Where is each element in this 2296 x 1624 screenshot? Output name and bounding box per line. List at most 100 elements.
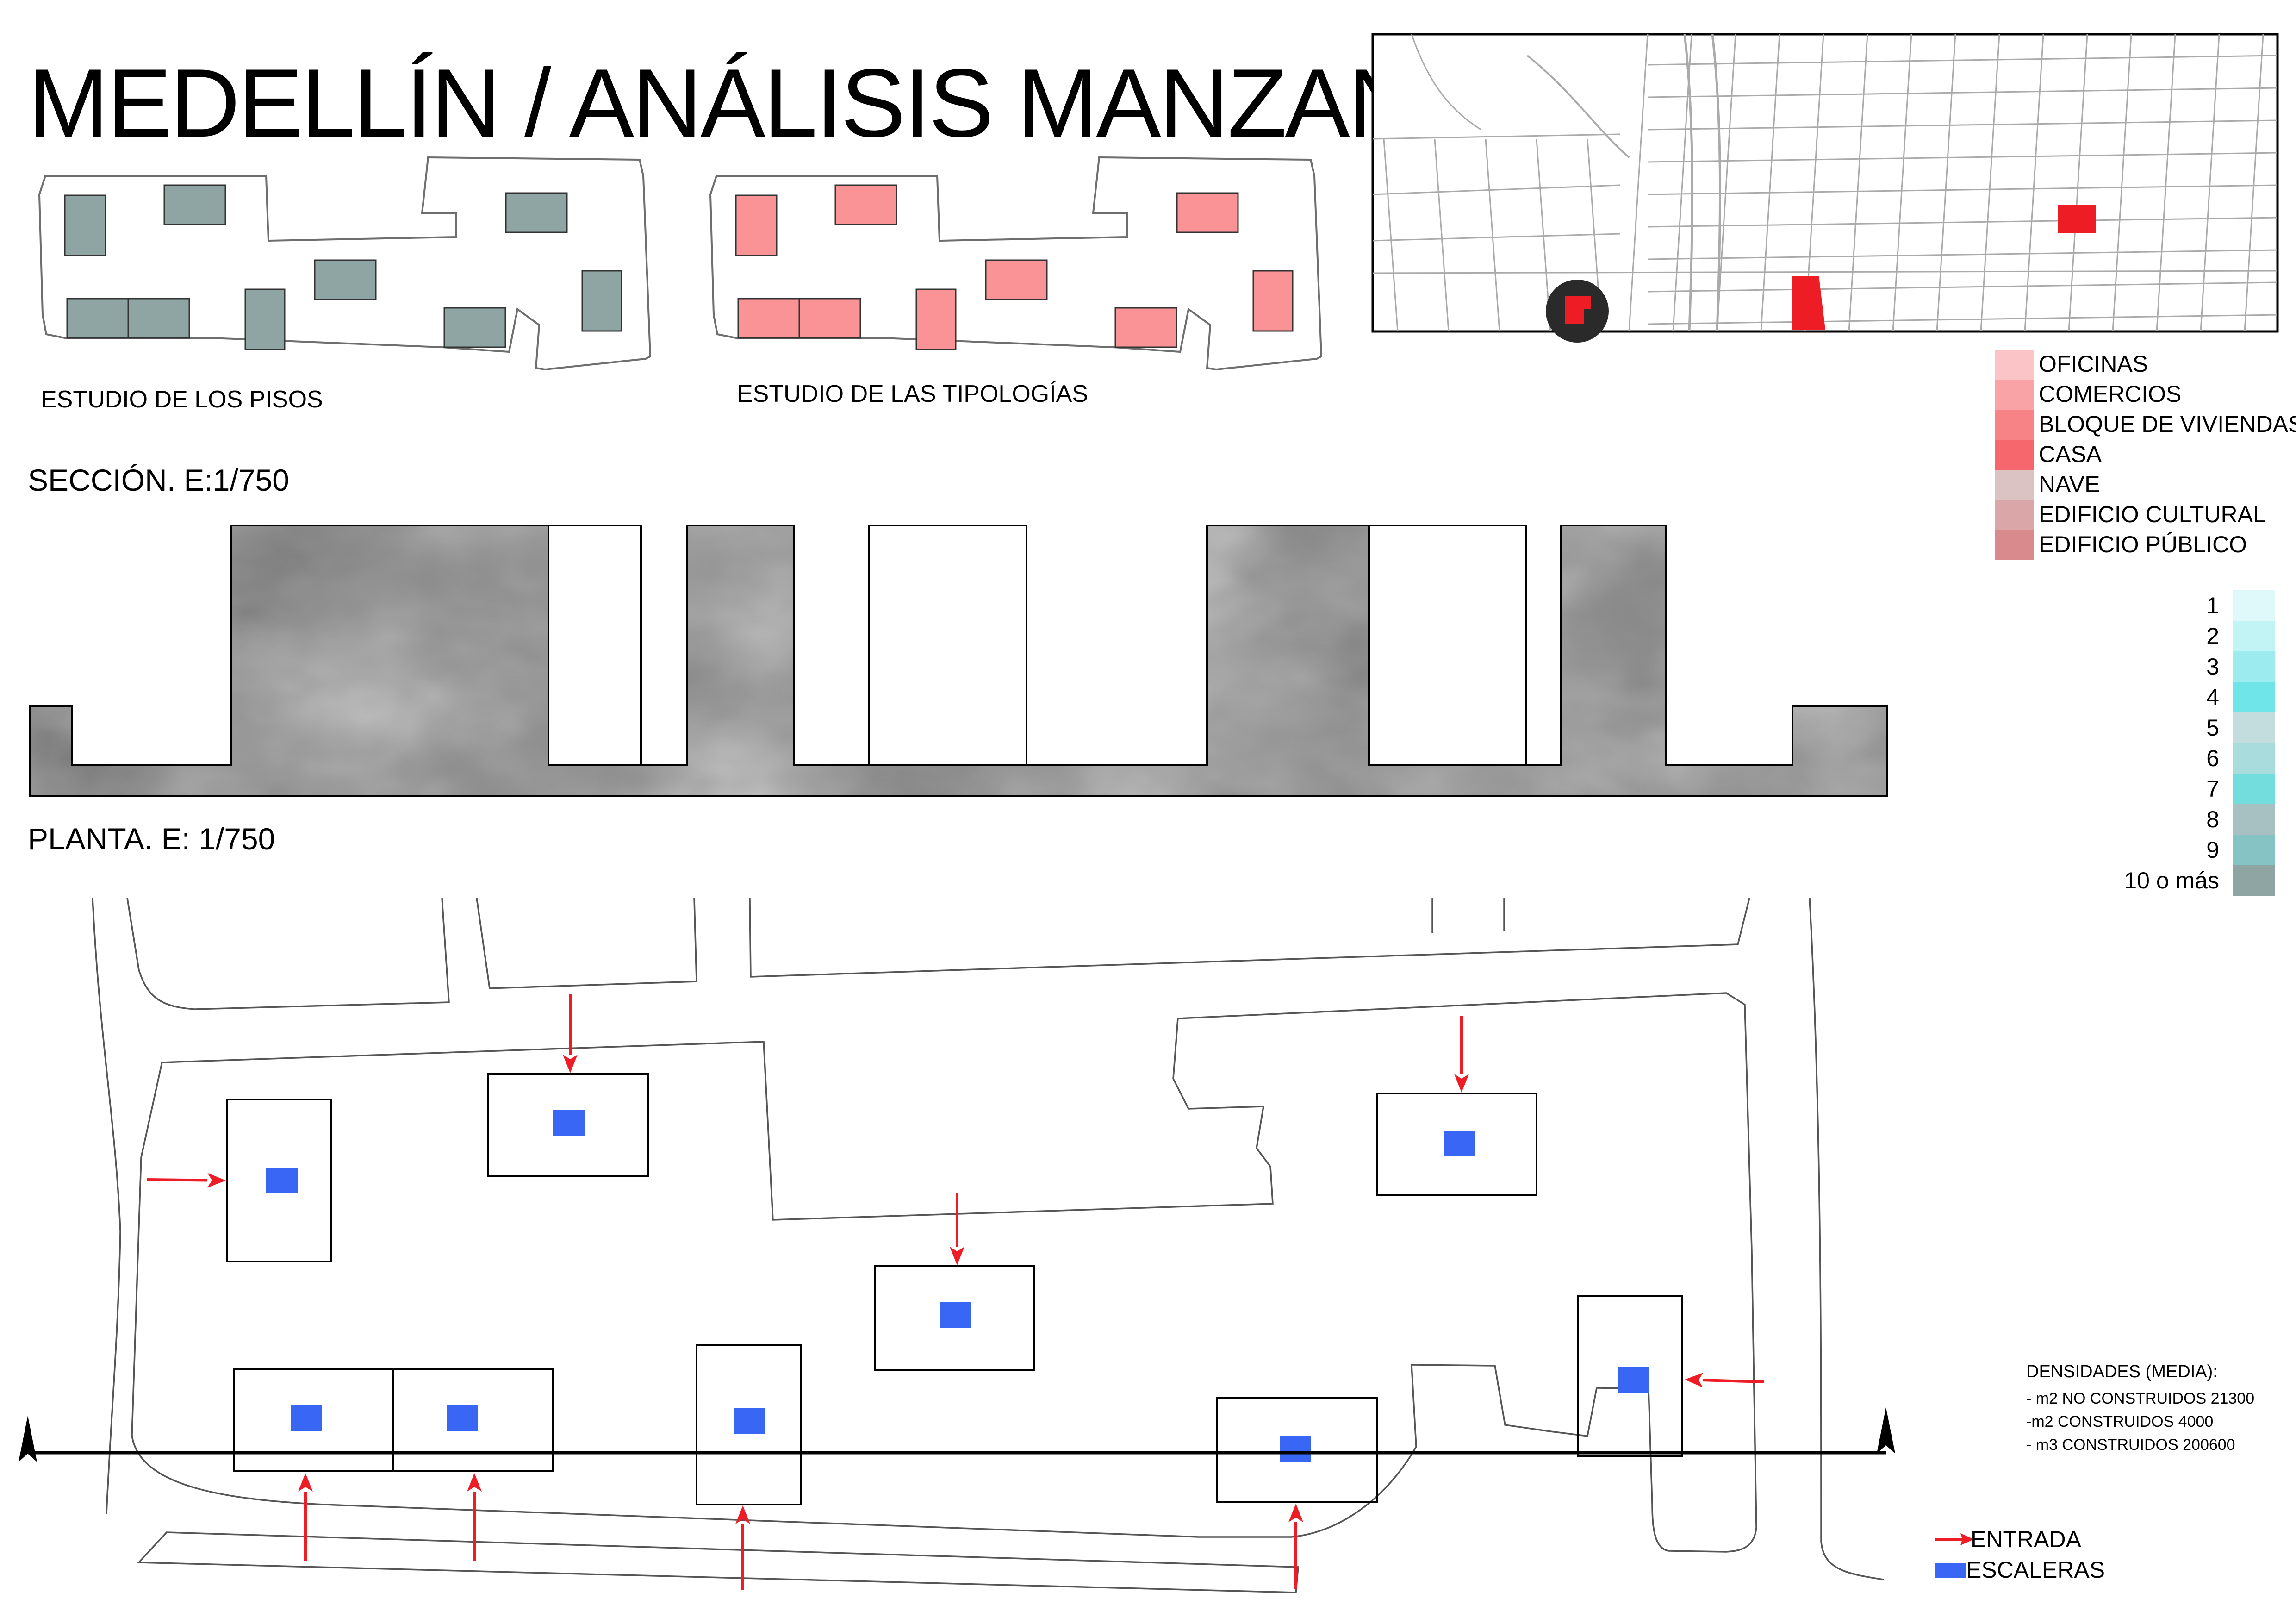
typology-legend-swatch	[1995, 470, 2034, 500]
map-highlight-block-2	[1792, 276, 1825, 330]
floors-legend-swatch	[2233, 835, 2275, 865]
floors-study-building	[314, 259, 377, 300]
floors-legend-label: 4	[2206, 684, 2219, 710]
types-study-building	[834, 184, 897, 225]
stairs-marker	[447, 1405, 478, 1431]
typology-legend-swatch	[1995, 350, 2034, 380]
types-study-diagram	[709, 156, 1323, 371]
entrance-arrow-icon	[950, 1193, 964, 1265]
entrance-arrow-icon	[1685, 1373, 1765, 1388]
floors-study-building	[163, 184, 226, 225]
floors-study-building	[66, 298, 129, 339]
typology-legend-label: NAVE	[2039, 471, 2100, 497]
floors-legend-swatch	[2233, 774, 2275, 804]
plan-building	[487, 1073, 649, 1177]
entrance-arrow-icon	[735, 1505, 750, 1590]
typology-legend-swatch	[1995, 410, 2034, 440]
stairs-legend-swatch	[1935, 1563, 1966, 1578]
floors-study-building	[127, 298, 190, 339]
entrance-arrow-icon	[563, 994, 578, 1073]
typology-legend-swatch	[1995, 500, 2034, 530]
floors-legend-swatch	[2233, 621, 2275, 651]
floors-legend-label: 2	[2206, 623, 2219, 649]
floors-study-building	[443, 307, 506, 348]
entrance-arrowhead-icon	[1960, 1533, 1974, 1545]
floors-legend-label: 10 o más	[2124, 868, 2219, 893]
density-line: - m3 CONSTRUIDOS 200600	[2026, 1436, 2235, 1454]
densities-heading: DENSIDADES (MEDIA):	[2026, 1362, 2218, 1381]
typology-legend-swatch	[1995, 530, 2034, 560]
map-current-block	[1565, 296, 1591, 324]
floors-study-building	[581, 270, 622, 332]
stairs-marker	[734, 1408, 765, 1434]
section-cut-arrow-right	[1877, 1407, 1895, 1454]
floors-study-building	[64, 194, 106, 256]
types-study-label: ESTUDIO DE LAS TIPOLOGÍAS	[737, 381, 1088, 407]
density-line: - m2 NO CONSTRUIDOS 21300	[2026, 1390, 2254, 1407]
entrance-legend-label: ENTRADA	[1971, 1526, 2082, 1552]
floors-legend-swatch	[2233, 804, 2275, 835]
types-study-building	[1252, 270, 1294, 332]
stairs-marker	[1618, 1367, 1649, 1393]
floors-legend-swatch	[2233, 712, 2275, 743]
typology-legend-swatch	[1995, 380, 2034, 410]
map-highlight-block	[2058, 205, 2096, 233]
entrance-arrow-icon	[1454, 1016, 1469, 1093]
floors-legend-swatch	[2233, 651, 2275, 682]
stairs-marker	[266, 1168, 298, 1193]
floors-study-building	[244, 288, 286, 350]
typology-legend-label: COMERCIOS	[2039, 381, 2181, 407]
types-study-block-outline	[709, 156, 1323, 371]
floors-legend-label: 3	[2206, 654, 2219, 680]
floors-legend-label: 1	[2206, 593, 2219, 618]
section-cut-arrow-left	[19, 1416, 37, 1462]
entrance-arrow-icon	[1288, 1504, 1303, 1589]
types-study-building	[985, 259, 1048, 300]
plan-building	[1376, 1093, 1537, 1196]
entrance-arrow-icon	[147, 1173, 226, 1188]
floors-legend-label: 5	[2206, 715, 2219, 741]
typology-legend-swatch	[1995, 440, 2034, 470]
floors-legend-swatch	[2233, 590, 2275, 621]
entrance-arrow-icon	[467, 1473, 482, 1561]
plan-label: PLANTA. E: 1/750	[28, 822, 275, 856]
types-study-building	[1114, 307, 1177, 348]
types-study-building	[1176, 192, 1239, 233]
floors-legend-swatch	[2233, 743, 2275, 774]
page-title: MEDELLÍN / ANÁLISIS MANZANA 3	[28, 49, 1551, 157]
density-line: -m2 CONSTRUIDOS 4000	[2026, 1413, 2213, 1430]
types-study-building	[915, 288, 957, 350]
plan-building	[226, 1099, 332, 1262]
plan-building	[392, 1368, 554, 1472]
typology-legend-label: OFICINAS	[2039, 351, 2148, 377]
floors-legend-label: 9	[2206, 837, 2219, 863]
stairs-legend-label: ESCALERAS	[1966, 1557, 2105, 1583]
floors-legend-swatch	[2233, 682, 2275, 712]
floors-study-block-outline	[38, 156, 652, 371]
section-label: SECCIÓN. E:1/750	[28, 463, 289, 497]
floors-legend-label: 8	[2206, 806, 2219, 832]
floors-legend-swatch	[2233, 865, 2275, 896]
typology-legend-label: BLOQUE DE VIVIENDAS	[2039, 411, 2296, 437]
floors-legend-label: 7	[2206, 776, 2219, 802]
stairs-marker	[553, 1110, 585, 1136]
plan-building	[696, 1344, 802, 1505]
section-cut-line	[19, 1407, 1895, 1462]
entrance-arrow-icon	[298, 1473, 313, 1561]
floors-study-diagram	[38, 156, 652, 371]
types-study-building	[737, 298, 800, 339]
section-drawing	[29, 525, 1888, 797]
types-study-building	[735, 194, 778, 256]
types-study-building	[798, 298, 861, 339]
typology-legend-label: EDIFICIO CULTURAL	[2039, 501, 2266, 527]
typology-legend-label: EDIFICIO PÚBLICO	[2039, 531, 2247, 557]
floors-study-label: ESTUDIO DE LOS PISOS	[41, 386, 323, 413]
stairs-marker	[1444, 1131, 1475, 1156]
location-map	[1371, 33, 2279, 343]
stairs-marker	[291, 1405, 322, 1431]
plan-legend: ENTRADA ESCALERAS	[1935, 1526, 2105, 1583]
stairs-marker	[1280, 1436, 1311, 1462]
